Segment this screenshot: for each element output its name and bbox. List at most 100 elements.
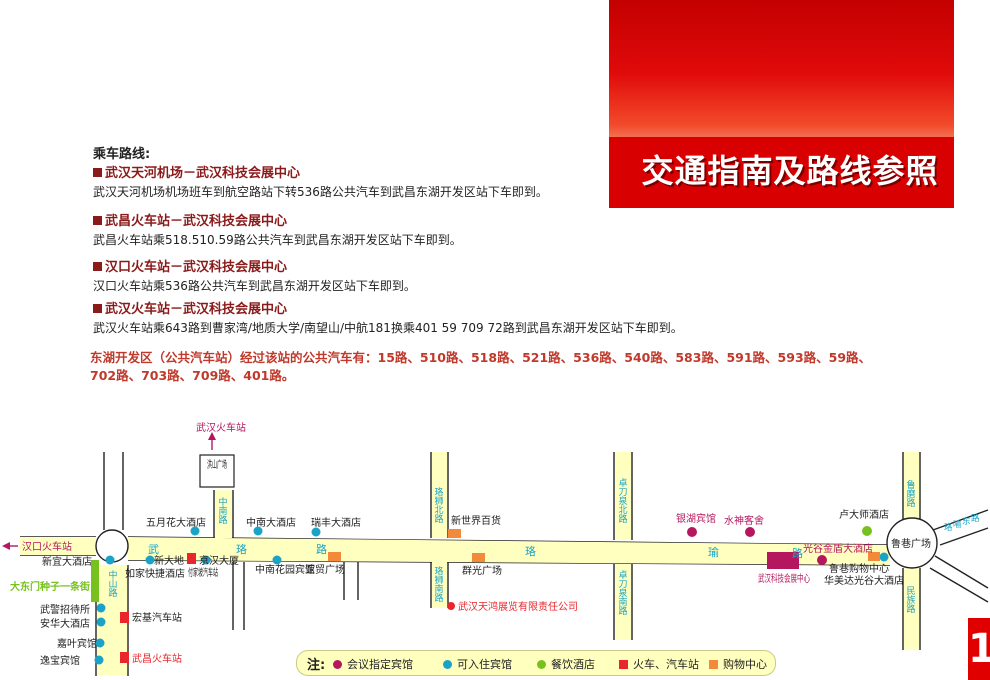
road-char: 磨: [906, 489, 915, 500]
place-label: 群光广场: [462, 564, 502, 577]
place-label: 逸宝宾馆: [40, 654, 80, 667]
road-char: 路: [792, 547, 803, 560]
road-char: 北: [434, 505, 443, 516]
hotel-icon: [311, 527, 321, 537]
bus-info: 东湖开发区（公共汽车站）经过该站的公共汽车有：15路、510路、518路、521…: [90, 350, 872, 383]
place-label: 武昌火车站: [132, 652, 182, 665]
road-char: 泉: [618, 495, 627, 507]
place-label: 亚贸广场: [305, 563, 345, 576]
route-title: 武昌火车站－武汉科技会展中心: [105, 214, 288, 229]
place-label: 中南大酒店: [246, 516, 296, 529]
road-char: 中: [108, 569, 117, 581]
road-char: 南: [218, 505, 227, 517]
road-char: 北: [618, 505, 627, 516]
hotel-icon: [190, 526, 200, 536]
route-item: 武汉天河机场－武汉科技会展中心 武汉天河机场机场班车到航空路站下转536路公共汽…: [93, 167, 548, 199]
place-label: 中南花园宾馆: [255, 563, 315, 576]
legend-item: 火车、汽车站: [619, 656, 699, 672]
route-desc: 武汉火车站乘643路到曹家湾/地质大学/南望山/中航181换乘401 59 70…: [93, 321, 683, 335]
zhuodaoquan-south-fill: [615, 564, 631, 640]
lumo-road-fill: [904, 452, 919, 520]
restaurant-street-bar: [91, 560, 99, 602]
place-label: 新宜大酒店: [42, 555, 92, 568]
road-char: 路: [316, 543, 327, 556]
station-icon: [187, 553, 196, 564]
shopping-icon: [868, 552, 880, 561]
header-banner-band: [609, 137, 954, 208]
bullet-square-icon: [93, 168, 102, 177]
place-label: 光谷金盾大酒店: [803, 542, 873, 555]
legend-label: 可入住宾馆: [457, 658, 512, 671]
bullet-square-icon: [93, 304, 102, 313]
bullet-square-icon: [93, 262, 102, 271]
hotel-icon: [272, 555, 282, 565]
shopping-icon: [472, 553, 485, 562]
legend-label: 火车、汽车站: [633, 658, 699, 671]
zhongnan-road-fill: [215, 490, 232, 538]
legend-label: 餐饮酒店: [551, 658, 595, 671]
place-labels: 洪山广场 五月花大酒店 中南大酒店 瑞丰大酒店 新世界百货 卢大师酒店 鲁巷广场…: [40, 458, 931, 667]
road-char: 东: [962, 516, 971, 527]
page-title: 交通指南及路线参照: [641, 152, 939, 190]
route-desc: 汉口火车站乘536路公共汽车到武昌东湖开发区站下车即到。: [93, 279, 416, 293]
station-icon: [120, 612, 129, 623]
road-char: 路: [971, 513, 980, 524]
route-item: 武昌火车站－武汉科技会展中心 武昌火车站乘518.510.59路公共汽车到武昌东…: [93, 215, 462, 247]
route-title: 武汉火车站－武汉科技会展中心: [105, 302, 288, 317]
road-char: 路: [434, 513, 443, 525]
hotel-icon: [253, 526, 263, 536]
road-char: 瑜: [708, 545, 719, 559]
road-char: 南: [434, 583, 443, 595]
place-label: 鲁巷广场: [891, 537, 931, 550]
colored-place-labels: 武汉天鸿展览有限责任公司 武昌火车站 银湖宾馆 水神客舍 光谷金盾大酒店 武汉科…: [10, 512, 873, 665]
place-label: 大东门种子一条街: [10, 580, 90, 593]
hotel-icon: [96, 617, 106, 627]
place-label: 瑞丰大酒店: [311, 516, 361, 529]
place-label: 银湖宾馆: [676, 512, 716, 525]
venue-label: 武汉科技会展中心: [758, 572, 810, 585]
direction-north: 武汉火车站: [196, 421, 246, 434]
road-char: 路: [906, 497, 915, 509]
main-road-labels: 武 珞 路 珞 瑜 路: [148, 543, 803, 560]
place-label: 京汉大厦: [199, 554, 239, 567]
hongshan-square-box: [199, 454, 235, 488]
place-label: 卢大师酒店: [839, 508, 889, 521]
place-label: 五月花大酒店: [146, 516, 206, 529]
main-road-fill: [128, 537, 890, 565]
venue-hotel-icon: [745, 527, 755, 537]
luoshi-south-fill: [432, 562, 447, 608]
west-road-fill: [20, 537, 96, 555]
road-char: 山: [108, 579, 117, 590]
road-char: 珞: [236, 543, 247, 556]
legend-label: 会议指定宾馆: [347, 658, 413, 671]
luoshi-north-fill: [432, 452, 447, 538]
road-char: 珞: [944, 522, 953, 533]
place-label: 安华大酒店: [40, 617, 90, 630]
vertical-road-labels: 中 山 路 中 南 路 珞 狮 北 路 珞 狮 南 路 卓 刀 泉 北 路 卓 …: [108, 477, 915, 617]
legend-note: 注:: [307, 658, 326, 673]
page-number: 1: [968, 618, 990, 680]
venue-marker: [767, 552, 799, 569]
hotel-icon: [96, 603, 106, 613]
road-char: 珞: [434, 486, 443, 498]
road-char: 路: [108, 587, 117, 599]
venue-hotel-icon: [687, 527, 697, 537]
legend-item: 购物中心: [709, 656, 767, 672]
road-char: 路: [618, 605, 627, 617]
road-char: 狮: [434, 575, 443, 586]
place-label: 如家快捷酒店: [125, 567, 185, 580]
venue-hotel-icon: [333, 660, 342, 669]
hotel-icon: [95, 638, 105, 648]
road-char: 族: [906, 594, 915, 606]
hotel-icon: [201, 555, 211, 565]
place-label: 武汉天鸿展览有限责任公司: [458, 600, 578, 613]
place-hongshan-1: 洪山广场: [207, 458, 227, 471]
legend-item: 餐饮酒店: [537, 656, 595, 672]
restaurant-icon: [537, 660, 546, 669]
legend-item: 可入住宾馆: [443, 656, 512, 672]
hotel-icon: [145, 555, 155, 565]
zhuodaoquan-north-fill: [615, 452, 631, 540]
hotel-icon: [105, 555, 115, 565]
road-char: 南: [618, 596, 627, 608]
